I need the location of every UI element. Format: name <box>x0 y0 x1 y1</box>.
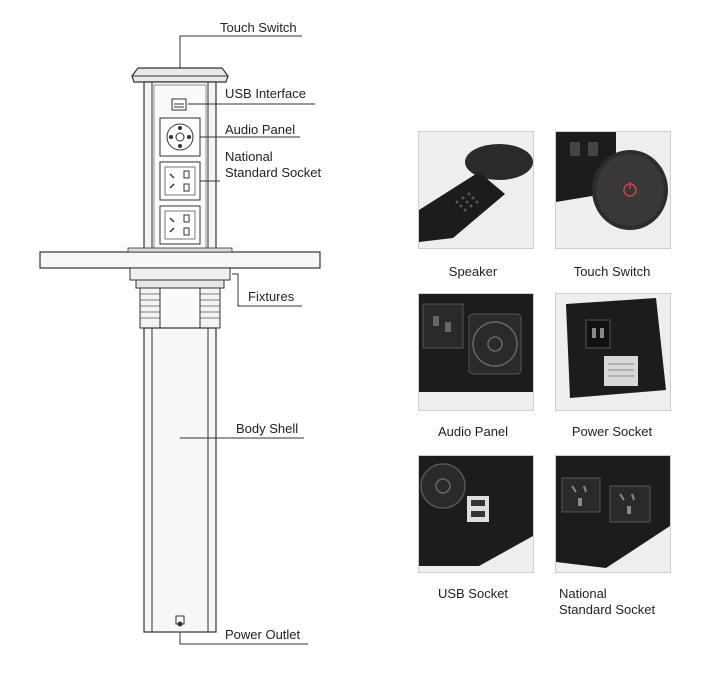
callout-national-line1: National <box>225 149 273 164</box>
photo-national-socket <box>555 455 671 573</box>
usb-port-icon <box>171 98 187 111</box>
callout-fixtures: Fixtures <box>248 289 295 304</box>
callout-audio-panel: Audio Panel <box>225 122 295 137</box>
caption-audio-panel: Audio Panel <box>437 424 509 439</box>
usb-port-icon <box>467 496 489 522</box>
power-button-icon <box>623 182 637 197</box>
caption-national-line1: National <box>559 586 607 601</box>
caption-touch-switch: Touch Switch <box>573 264 651 279</box>
body-shell <box>143 327 217 633</box>
leader-lines <box>179 35 315 645</box>
fixtures <box>129 267 231 329</box>
photo-speaker <box>418 131 534 249</box>
socket-icon <box>561 477 601 513</box>
socket-icon <box>609 485 651 523</box>
audio-control-icon <box>420 463 466 509</box>
top-cap <box>131 67 229 83</box>
socket-icon <box>159 161 201 201</box>
photo-touch-switch <box>555 131 671 249</box>
speaker-grille-icon <box>455 192 479 212</box>
caption-power-socket: Power Socket <box>571 424 653 439</box>
table-top <box>39 247 321 269</box>
photo-usb-socket <box>418 455 534 573</box>
caption-national-line2: Standard Socket <box>559 602 656 617</box>
audio-control-icon <box>468 313 522 375</box>
callout-usb-interface: USB Interface <box>225 86 306 101</box>
caption-speaker: Speaker <box>448 264 498 279</box>
callout-power-outlet: Power Outlet <box>225 627 301 642</box>
photo-power-socket <box>555 293 671 411</box>
photo-audio-panel <box>418 293 534 411</box>
socket-icon <box>585 319 611 349</box>
socket-icon <box>159 205 201 245</box>
callout-national-line2: Standard Socket <box>225 165 322 180</box>
callout-touch-switch: Touch Switch <box>220 20 297 35</box>
audio-control-icon <box>159 117 201 157</box>
callout-body-shell: Body Shell <box>236 421 298 436</box>
caption-usb-socket: USB Socket <box>437 586 509 601</box>
